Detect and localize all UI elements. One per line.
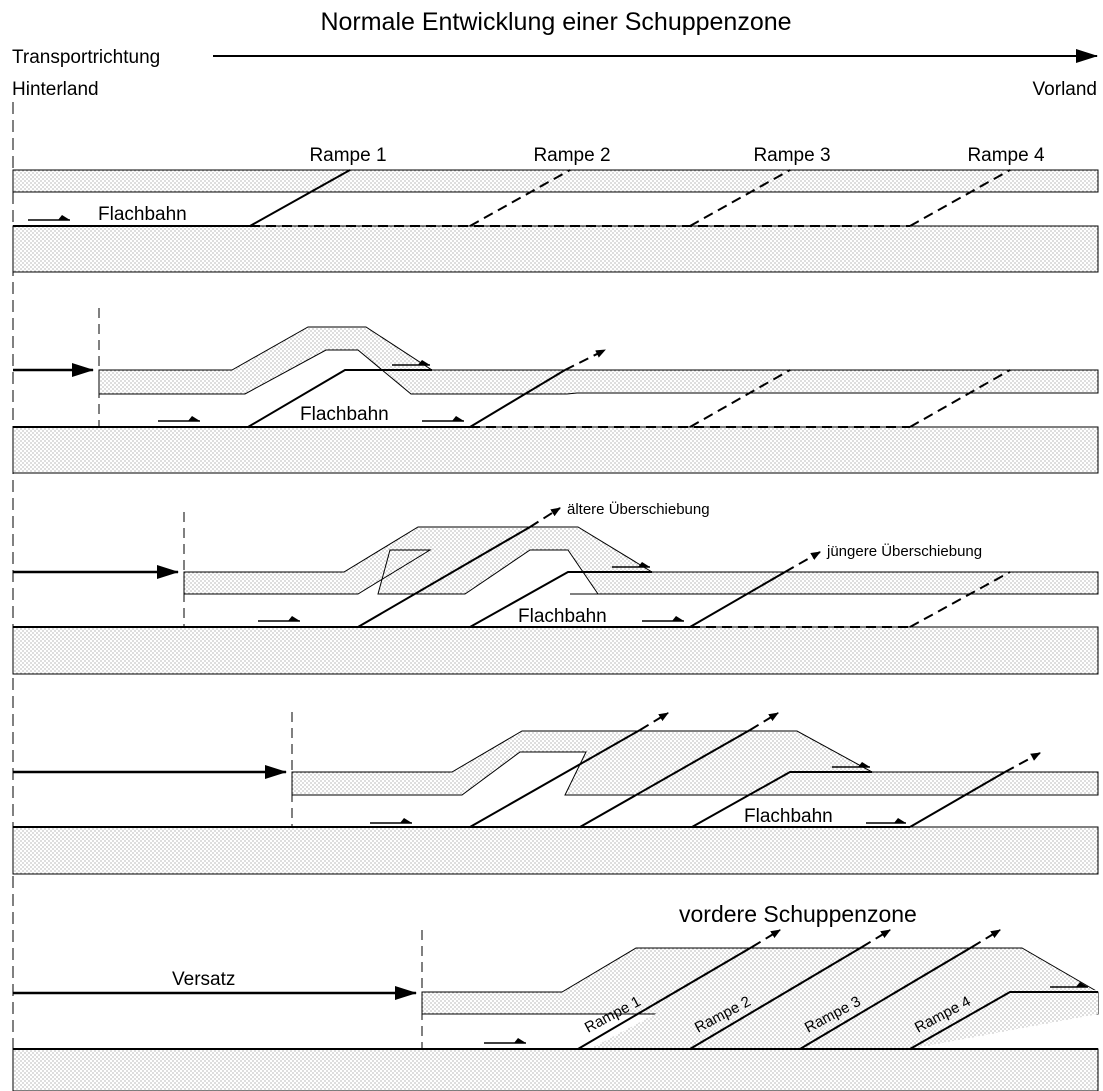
- older-thrust-ramp: [357, 526, 531, 628]
- stage-1: Flachbahn Rampe 1 Rampe 2 Rampe 3 Rampe …: [12, 145, 1099, 273]
- thrust-sheet-1: [98, 326, 1099, 395]
- ramp-3-dashed: [689, 169, 791, 227]
- thrust-ramp-4: [909, 771, 1006, 828]
- thrust-ramp-4: [909, 991, 1098, 1050]
- vorland-label: Vorland: [1033, 79, 1097, 100]
- younger-thrust-ramp: [689, 571, 786, 628]
- diagram-title: Normale Entwicklung einer Schuppenzone: [320, 8, 791, 36]
- basement-layer: [12, 626, 1099, 675]
- ramp-1-line: [249, 169, 351, 227]
- transport-direction-label: Transportrichtung: [12, 47, 160, 68]
- thrust-stack: [183, 526, 1099, 595]
- flachbahn-label: Flachbahn: [300, 404, 389, 425]
- ramp-4-dashed: [909, 369, 1011, 428]
- ramp-4-label: Rampe 4: [967, 145, 1045, 166]
- basement-layer: [12, 426, 1099, 474]
- upper-layer: [12, 169, 1099, 193]
- hinterland-label: Hinterland: [12, 79, 99, 100]
- ramp-3-dashed: [689, 369, 791, 428]
- stage-5: vordere Schuppenzone Versatz Rampe 1 Ram…: [12, 901, 1099, 1091]
- basement-layer: [12, 225, 1099, 273]
- thrust-propagation-tip: [564, 349, 606, 371]
- thrust-tip-2: [749, 712, 779, 731]
- active-thrust-ramp-1: [247, 369, 432, 428]
- thrust-ramp-1: [577, 946, 753, 1050]
- older-thrust-label: ältere Überschiebung: [567, 500, 710, 518]
- ramp-1-label: Rampe 1: [309, 145, 386, 166]
- flachbahn-label: Flachbahn: [98, 204, 187, 225]
- stage-2: Flachbahn: [12, 308, 1099, 474]
- thrust-tip-4: [1004, 752, 1041, 773]
- ramp-2-label: Rampe 2: [533, 145, 610, 166]
- middle-thrust: [469, 571, 652, 628]
- thrust-tip-1: [639, 712, 669, 731]
- thrust-ramp-3: [799, 946, 973, 1050]
- ramp-4-dashed: [909, 169, 1011, 227]
- younger-thrust-tip: [784, 551, 821, 573]
- thrust-tip-2: [861, 929, 891, 948]
- stage-4: Flachbahn: [12, 712, 1099, 875]
- thrust-stack: [291, 730, 1099, 796]
- ramp-2-dashed: [469, 169, 571, 227]
- basement-layer: [12, 1048, 1099, 1091]
- younger-thrust-label: jüngere Überschiebung: [826, 542, 982, 560]
- flachbahn-label: Flachbahn: [744, 806, 833, 827]
- active-thrust-ramp-2: [469, 369, 566, 428]
- flachbahn-label: Flachbahn: [518, 606, 607, 627]
- lower-thrust-sheet: [590, 990, 1098, 1049]
- basement-layer: [12, 826, 1099, 875]
- thrust-ramp-2: [579, 729, 751, 828]
- ramp-4-dashed: [909, 571, 1011, 628]
- ramp-3-label: Rampe 3: [753, 145, 830, 166]
- thrust-ramp-2: [689, 946, 863, 1050]
- stage-3: Flachbahn ältere Überschiebung jüngere Ü…: [12, 500, 1099, 675]
- thrust-tip-1: [751, 929, 781, 948]
- thrust-ramp-1: [469, 729, 641, 828]
- offset-label: Versatz: [172, 969, 235, 990]
- front-zone-label: vordere Schuppenzone: [679, 901, 917, 927]
- thrust-tip-3: [971, 929, 1001, 948]
- older-thrust-tip: [529, 507, 561, 528]
- thrust-ramp-3: [691, 771, 872, 828]
